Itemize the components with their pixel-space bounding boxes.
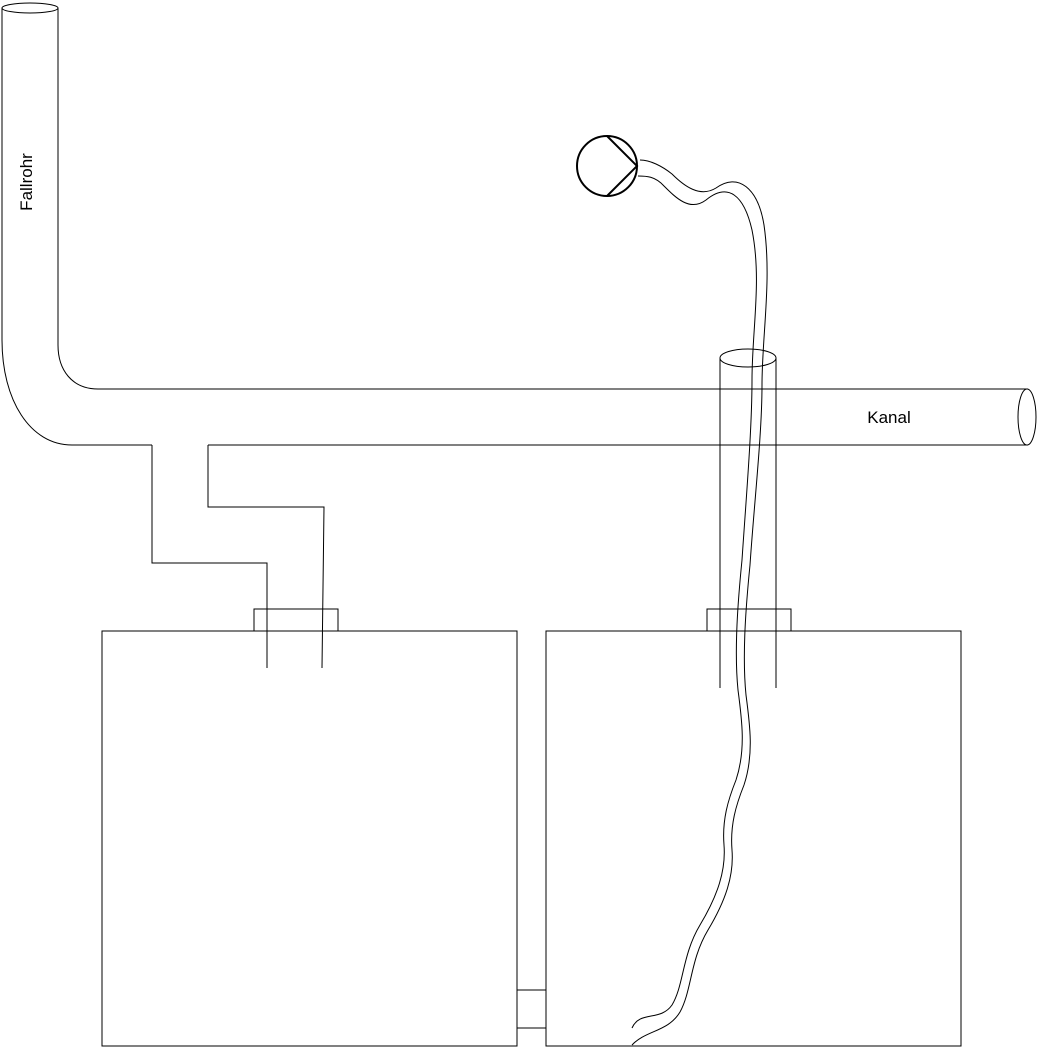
connector-pipe bbox=[517, 989, 546, 1029]
inlet-pipe-outer-wall bbox=[151, 445, 268, 668]
inlet-pipe-inner-wall bbox=[207, 445, 325, 669]
left-tank-collar bbox=[253, 608, 339, 631]
sewer-label: Kanal bbox=[867, 408, 910, 427]
right-tank bbox=[545, 608, 962, 1047]
left-tank bbox=[101, 608, 518, 1047]
downpipe-inner-wall bbox=[57, 8, 99, 390]
pump-hose bbox=[631, 159, 768, 1046]
downpipe bbox=[1, 2, 99, 446]
sewer-pipe-end-opening bbox=[1017, 388, 1037, 446]
riser-pipe bbox=[719, 348, 777, 688]
downpipe-label: Fallrohr bbox=[17, 153, 36, 211]
pump-icon-triangle bbox=[606, 135, 639, 197]
right-tank-collar bbox=[706, 608, 792, 631]
riser-pipe-top-opening bbox=[719, 348, 777, 368]
downpipe-top-opening bbox=[1, 2, 59, 14]
inlet-pipe bbox=[151, 445, 325, 669]
pump-hose-right-line bbox=[631, 159, 768, 1046]
right-tank-body bbox=[545, 630, 962, 1047]
sewer-pipe bbox=[72, 388, 1037, 446]
pump-hose-left-line bbox=[631, 175, 757, 1029]
pump-icon bbox=[576, 135, 639, 197]
downpipe-outer-wall bbox=[1, 8, 73, 446]
left-tank-body bbox=[101, 630, 518, 1047]
